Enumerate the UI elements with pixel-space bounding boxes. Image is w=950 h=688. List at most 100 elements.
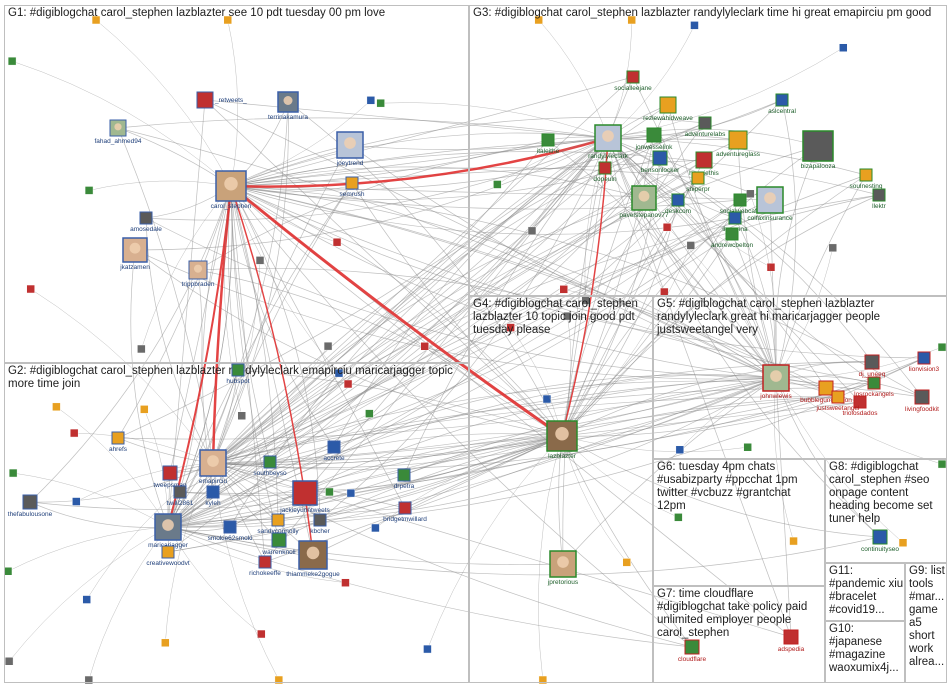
node-label: _retweets_ xyxy=(214,97,247,104)
node-bensonlocker[interactable]: bensonlocker xyxy=(641,151,680,174)
node-jonwesselink[interactable]: jonwesselink xyxy=(635,128,674,151)
node-label: kyleh xyxy=(205,500,221,507)
node-label: llektr xyxy=(872,203,887,210)
node-label: dopeuin xyxy=(593,176,617,183)
node-label: hubspot xyxy=(226,378,249,385)
node-amosedale[interactable]: amosedale xyxy=(130,212,162,233)
node-lazblazter[interactable]: lazblazter xyxy=(547,421,577,460)
node-ahrefs[interactable]: ahrefs xyxy=(109,432,128,453)
node-sandyconnolly[interactable]: sandyconnolly xyxy=(257,514,299,535)
avatar-icon xyxy=(112,432,124,444)
face-icon xyxy=(344,137,356,149)
node-label: jkatzamen xyxy=(119,264,150,271)
node-losrockangels[interactable]: losrockangels xyxy=(854,377,894,398)
node-dopeuin[interactable]: dopeuin xyxy=(593,162,617,183)
avatar-icon xyxy=(734,194,746,206)
avatar-icon xyxy=(224,521,236,533)
avatar-icon xyxy=(207,486,219,498)
node-creativewoodvt[interactable]: creativewoodvt xyxy=(146,546,190,567)
node-kbcher[interactable]: kbcher xyxy=(310,514,330,535)
node-bizapalooza[interactable]: bizapalooza xyxy=(801,131,836,170)
node-drpetra[interactable]: drpetra xyxy=(394,469,415,490)
node-label: andrewcbelton xyxy=(711,242,754,249)
node-thiammeke2gogue[interactable]: thiammeke2gogue xyxy=(286,541,340,578)
node-aslcentral[interactable]: aslcentral xyxy=(768,94,796,115)
node-accrete[interactable]: accrete xyxy=(323,441,345,462)
node-label: jpretorious xyxy=(547,579,579,586)
node-livingfoodkit[interactable]: livingfoodkit xyxy=(905,390,939,413)
avatar-icon xyxy=(819,381,833,395)
node-label: rezlewahidweave xyxy=(643,115,693,122)
node-socialleejane[interactable]: socialleejane xyxy=(614,71,652,92)
avatar-icon xyxy=(729,131,747,149)
node-rezlewahidweave[interactable]: rezlewahidweave xyxy=(643,97,693,122)
node-label: trippbraden xyxy=(182,281,215,288)
node-pavelstepanov77[interactable]: pavelstepanov77 xyxy=(619,186,669,219)
node-continuityseo[interactable]: continuityseo xyxy=(861,530,899,553)
node-jpretorious[interactable]: jpretorious xyxy=(547,551,579,586)
node-label: jackieyunntweets xyxy=(279,507,330,514)
node-jkatzamen[interactable]: jkatzamen xyxy=(119,238,150,271)
node-dj-uneeq[interactable]: dj_uneeq xyxy=(859,355,886,378)
node-randylyleclark[interactable]: randylyleclark xyxy=(588,125,628,160)
node-trippbraden[interactable]: trippbraden xyxy=(182,261,215,288)
node-maricarjagger[interactable]: maricarjagger xyxy=(148,514,189,549)
avatar-icon xyxy=(803,131,833,161)
node-richokeeffe[interactable]: richokeeffe xyxy=(249,556,281,577)
avatar-icon xyxy=(163,466,177,480)
node-terrinakamura[interactable]: terrinakamura xyxy=(268,92,308,121)
node-cloudflare[interactable]: cloudflare xyxy=(678,640,707,663)
node-johnwlewis[interactable]: johnwlewis xyxy=(759,365,792,400)
avatar-icon xyxy=(259,556,271,568)
node-llektr[interactable]: llektr xyxy=(872,189,887,210)
node-soulnesting[interactable]: soulnesting xyxy=(850,169,883,190)
avatar-icon xyxy=(918,352,930,364)
node-joeytrend[interactable]: joeytrend xyxy=(336,132,364,167)
node-smokie62smoki[interactable]: smokie62smoki xyxy=(208,521,253,542)
node-label: deskcom xyxy=(665,208,691,215)
node-carol-stephen[interactable]: carol_stephen xyxy=(211,171,252,210)
avatar-icon xyxy=(915,390,929,404)
node-colfaxinsurance[interactable]: colfaxinsurance xyxy=(747,187,793,222)
node-label: thefabulousone xyxy=(8,511,53,518)
node-deskcom[interactable]: deskcom xyxy=(665,194,691,215)
node--retweets-[interactable]: _retweets_ xyxy=(197,92,247,108)
node-southbeyso[interactable]: southbeyso xyxy=(253,456,287,477)
node-adspedia[interactable]: adspedia xyxy=(778,630,805,653)
node-label: livingfoodkit xyxy=(905,406,939,413)
node-semrush[interactable]: semrush xyxy=(340,177,365,198)
avatar-icon xyxy=(860,169,872,181)
avatar-icon xyxy=(23,495,37,509)
node-warrenknoll[interactable]: warrenknoll xyxy=(261,533,296,556)
face-icon xyxy=(162,519,174,531)
avatar-icon xyxy=(272,533,286,547)
node-thefabulousone[interactable]: thefabulousone xyxy=(8,495,53,518)
node-label: bensonlocker xyxy=(641,167,680,174)
node-kyleh[interactable]: kyleh xyxy=(205,486,221,507)
node-label: bridgetmwillard xyxy=(383,516,427,523)
node-emapirciu[interactable]: emapirciu xyxy=(199,450,228,485)
node-label: kbcher xyxy=(310,528,330,535)
avatar-icon xyxy=(542,134,554,146)
node-label: warrenknoll xyxy=(261,549,296,556)
node-label: sniperpr xyxy=(686,186,710,193)
node-bridgetmwillard[interactable]: bridgetmwillard xyxy=(383,502,427,523)
avatar-icon xyxy=(685,640,699,654)
node-jackieyunntweets[interactable]: jackieyunntweets xyxy=(279,481,330,514)
avatar-icon xyxy=(726,228,738,240)
avatar-icon xyxy=(399,502,411,514)
node-italeithe[interactable]: italeithe xyxy=(537,134,560,155)
node-label: italeithe xyxy=(537,148,560,155)
avatar-icon xyxy=(328,441,340,453)
node-label: southbeyso xyxy=(253,470,287,477)
avatar-icon xyxy=(832,391,844,403)
node-label: semrush xyxy=(340,191,365,198)
node-lionvision3[interactable]: lionvision3 xyxy=(909,352,940,373)
node-hubspot[interactable]: hubspot xyxy=(226,364,249,385)
node-twilli2861[interactable]: twilli2861 xyxy=(167,486,194,507)
node-fahad-ahmed94[interactable]: fahad_ahmed94 xyxy=(95,120,142,145)
node-label: cloudflare xyxy=(678,656,707,663)
avatar-icon xyxy=(776,94,788,106)
avatar-icon xyxy=(162,546,174,558)
